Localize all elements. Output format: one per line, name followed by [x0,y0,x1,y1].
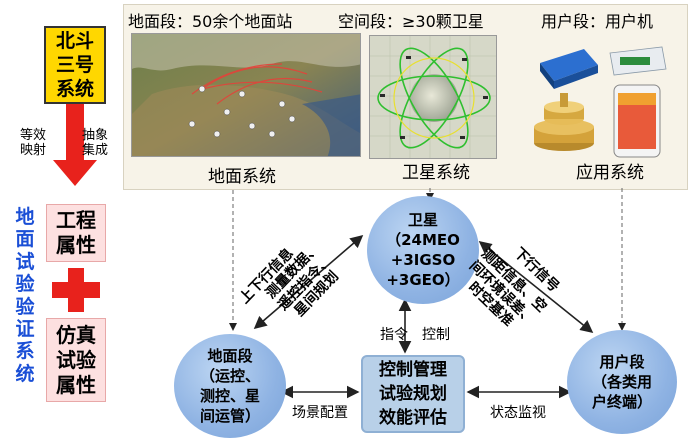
ground-node-title: 地面段 [207,347,253,365]
abstract-line-1: 抽象 [82,128,109,143]
red-plus-icon [52,268,100,312]
ground-node-line: （运控、 [199,367,260,385]
equiv-line-2: 映射 [20,143,47,159]
application-system-caption: 应用系统 [576,163,644,183]
command-label: 指令 [380,327,408,343]
abstract-integration-label: 抽象 集成 [82,128,108,159]
satellite-node-title: 卫星 [407,211,438,229]
title-char: 试 [15,250,35,273]
satellite-ground-arrow [253,234,364,330]
ground-segment-node: 地面段 （运控、 测控、星 间运管） [174,334,286,438]
status-monitoring-label: 状态监视 [490,405,546,421]
title-char: 系 [15,340,35,363]
ground-node-line: 间运管） [199,407,260,425]
control-label: 控制 [422,327,450,343]
control-management-box: 控制管理 试验规划 效能评估 [361,355,465,433]
satellite-node-line: （24MEO [386,231,460,249]
control-line-2: 试验规划 [379,384,447,404]
simulation-line-3: 属性 [56,372,96,397]
satellite-user-arrow [478,240,594,334]
satellite-system-caption: 卫星系统 [402,163,470,183]
title-char: 统 [15,362,35,385]
title-char: 地 [15,206,35,228]
beidou-3-system-box: 北斗 三号 系统 [44,26,106,104]
user-devices-image [534,46,667,158]
satellite-constellation-image [369,35,497,159]
ground-test-verification-system-title: 地 面 试 验 验 证 系 统 [12,206,38,385]
user-segment-header: 用户段：用户机 [541,12,654,31]
red-down-arrow [53,104,97,186]
space-segment-header: 空间段：≥30颗卫星 [338,12,484,31]
beidou-line-1: 北斗 [55,30,94,52]
equivalent-mapping-label: 等效 映射 [20,128,46,159]
user-segment-node: 用户段 （各类用 户终端） [567,330,677,434]
ground-segment-header: 地面段：50余个地面站 [128,12,293,31]
user-node-line: （各类用 [591,373,652,391]
control-line-3: 效能评估 [379,408,447,428]
scene-configuration-label: 场景配置 [292,405,348,421]
beidou-line-3: 系统 [55,78,94,100]
equiv-line-1: 等效 [20,128,47,143]
simulation-line-2: 试验 [56,347,96,372]
title-char: 证 [15,318,35,341]
abstract-line-2: 集成 [82,143,109,159]
engineering-line-1: 工程 [56,208,96,232]
user-node-line: 户终端） [591,393,652,411]
title-char: 面 [15,228,35,251]
simulation-attribute-box: 仿真 试验 属性 [46,318,106,402]
ground-node-line: 测控、星 [199,387,260,405]
beidou-line-2: 三号 [55,54,94,76]
simulation-line-1: 仿真 [56,322,96,347]
engineering-line-2: 属性 [56,233,96,257]
satellite-node-line: +3GEO） [386,271,460,289]
title-char: 验 [15,295,35,318]
satellite-node-line: +3IGSO [390,251,456,269]
control-line-1: 控制管理 [379,360,447,380]
ground-station-map-image [131,33,361,157]
engineering-attribute-box: 工程 属性 [46,204,106,262]
satellite-node: 卫星 （24MEO +3IGSO +3GEO） [367,196,479,304]
ground-system-caption: 地面系统 [208,167,276,187]
title-char: 验 [15,273,35,296]
user-node-title: 用户段 [599,353,645,371]
